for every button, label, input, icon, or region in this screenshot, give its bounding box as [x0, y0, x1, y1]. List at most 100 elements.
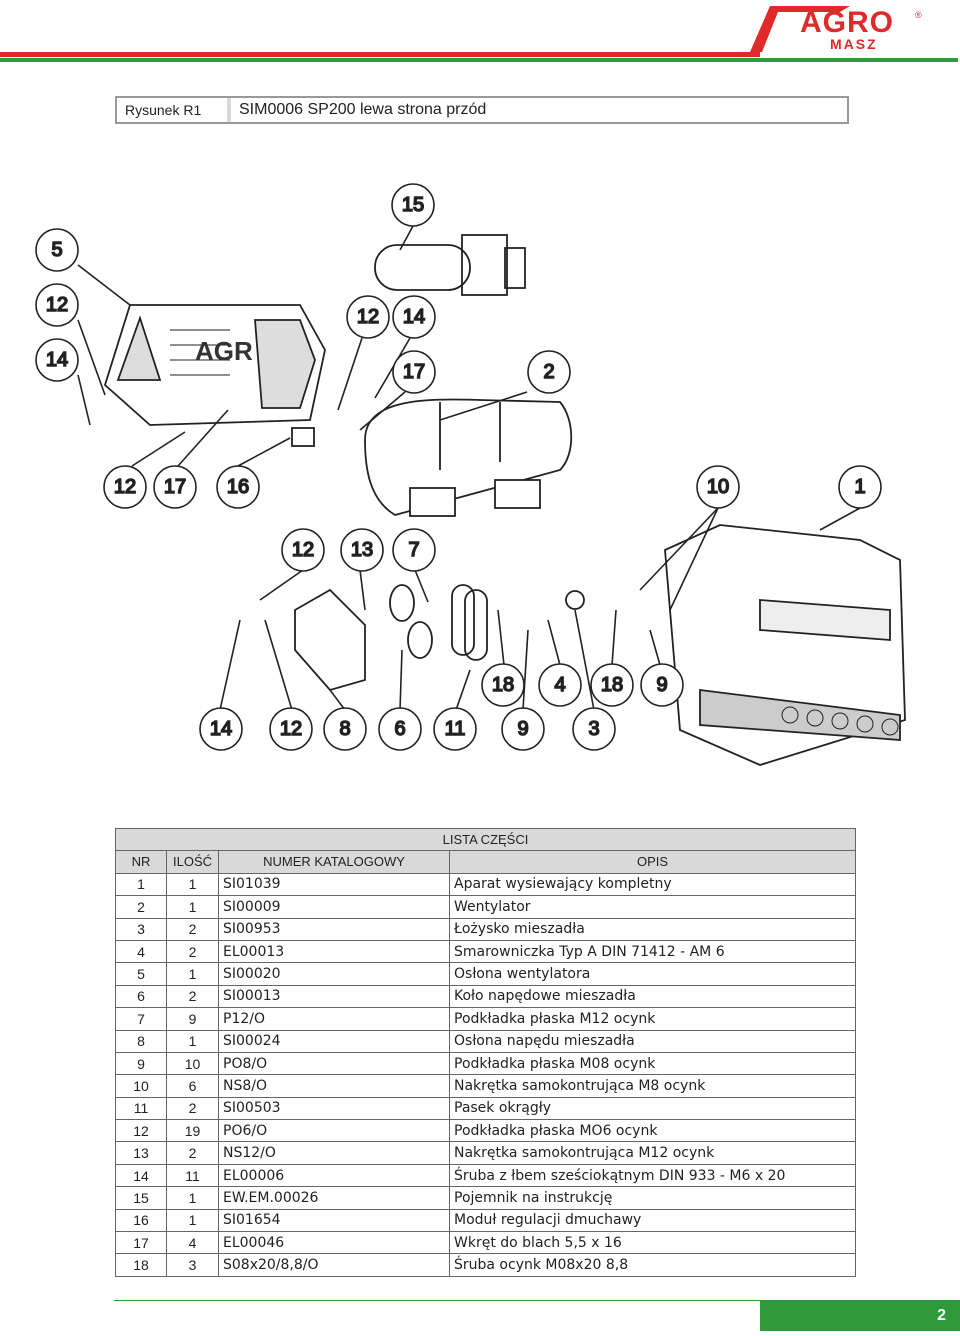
- svg-text:17: 17: [403, 361, 425, 383]
- callout-3: 3: [572, 707, 616, 751]
- cell-qty: 3: [166, 1253, 219, 1277]
- cell-nr: 2: [115, 895, 167, 919]
- cell-qty: 1: [166, 895, 219, 919]
- callout-9: 9: [640, 663, 684, 707]
- fan-cover-part: [103, 304, 326, 426]
- callout-8: 8: [323, 707, 367, 751]
- callout-13: 13: [340, 528, 384, 572]
- cell-catalog: EW.EM.00026: [218, 1186, 450, 1210]
- svg-text:14: 14: [46, 349, 68, 371]
- cell-nr: 4: [115, 939, 167, 964]
- cell-nr: 6: [115, 984, 167, 1009]
- cell-qty: 6: [166, 1074, 219, 1098]
- cell-nr: 8: [115, 1029, 167, 1053]
- header-red-stripe: [0, 52, 760, 57]
- cell-qty: 4: [166, 1231, 219, 1255]
- cell-catalog: SI00953: [218, 917, 450, 941]
- svg-text:3: 3: [588, 718, 599, 740]
- svg-text:11: 11: [445, 718, 466, 740]
- page-number: 2: [760, 1301, 960, 1331]
- svg-text:12: 12: [280, 718, 302, 740]
- callout-group: 15 5 12 14 12 14 17 2 12 17 16 10 1 12 1…: [35, 183, 882, 751]
- cell-qty: 2: [166, 939, 219, 964]
- cell-catalog: S08x20/8,8/O: [218, 1253, 450, 1277]
- parts-list-title: LISTA CZĘŚCI: [115, 827, 856, 852]
- parts-list-header-row: NR ILOŚĆ NUMER KATALOGOWY OPIS: [115, 850, 856, 874]
- cell-qty: 19: [166, 1119, 219, 1143]
- svg-text:4: 4: [554, 674, 565, 696]
- callout-12: 12: [281, 528, 325, 572]
- header-green-stripe: [0, 58, 958, 62]
- svg-text:14: 14: [403, 306, 425, 328]
- cell-desc: Moduł regulacji dmuchawy: [449, 1208, 856, 1233]
- cell-qty: 1: [166, 1029, 219, 1053]
- figure-title-box: Rysunek R1 SIM0006 SP200 lewa strona prz…: [115, 96, 849, 124]
- svg-text:5: 5: [51, 239, 62, 261]
- svg-text:12: 12: [357, 306, 379, 328]
- svg-text:2: 2: [543, 361, 554, 383]
- seed-metering-unit-part: [664, 524, 906, 766]
- cell-nr: 5: [115, 962, 167, 986]
- cell-desc: Wkręt do blach 5,5 x 16: [449, 1231, 856, 1255]
- svg-text:9: 9: [656, 674, 667, 696]
- col-header-nr: NR: [115, 850, 167, 874]
- col-header-catalog: NUMER KATALOGOWY: [218, 850, 450, 874]
- cell-desc: Aparat wysiewający kompletny: [449, 872, 856, 897]
- cell-desc: Pasek okrągły: [449, 1096, 856, 1121]
- cell-qty: 10: [166, 1051, 219, 1076]
- callout-18: 18: [590, 663, 634, 707]
- callout-14: 14: [199, 707, 243, 751]
- parts-list-table: LISTA CZĘŚCI NR ILOŚĆ NUMER KATALOGOWY O…: [115, 827, 856, 1277]
- logo-brand-sub: MASZ: [830, 36, 878, 52]
- svg-text:6: 6: [394, 718, 405, 740]
- cell-desc: Podkładka płaska MO6 ocynk: [449, 1119, 856, 1143]
- blower-module-part: [291, 427, 315, 447]
- cell-qty: 2: [166, 984, 219, 1009]
- callout-17: 17: [392, 350, 436, 394]
- agromasz-logo: [750, 6, 850, 52]
- cell-nr: 3: [115, 917, 167, 941]
- svg-text:13: 13: [351, 539, 373, 561]
- cell-catalog: PO6/O: [218, 1119, 450, 1143]
- leader-lines: [77, 225, 861, 711]
- cell-desc: Nakrętka samokontrująca M8 ocynk: [449, 1074, 856, 1098]
- cell-qty: 9: [166, 1007, 219, 1031]
- svg-text:17: 17: [164, 476, 186, 498]
- agitator-drive-cover-part: [294, 588, 366, 692]
- logo-registered-mark: ®: [915, 10, 922, 20]
- cell-catalog: NS12/O: [218, 1141, 450, 1165]
- callout-2: 2: [527, 350, 571, 394]
- cell-qty: 1: [166, 962, 219, 986]
- cell-desc: Śruba ocynk M08x20 8,8: [449, 1253, 856, 1277]
- instruction-container-part: [374, 234, 526, 296]
- callout-5: 5: [35, 228, 79, 272]
- svg-text:18: 18: [492, 674, 514, 696]
- cell-catalog: NS8/O: [218, 1074, 450, 1098]
- cell-qty: 11: [166, 1163, 219, 1188]
- footer-line: [114, 1300, 960, 1301]
- cell-catalog: SI00009: [218, 895, 450, 919]
- svg-text:12: 12: [292, 539, 314, 561]
- col-header-desc: OPIS: [449, 850, 856, 874]
- callout-16: 16: [216, 465, 260, 509]
- cell-catalog: PO8/O: [218, 1051, 450, 1076]
- agitator-drive-wheels-part: [389, 584, 433, 659]
- cell-nr: 13: [115, 1141, 167, 1165]
- cell-nr: 16: [115, 1208, 167, 1233]
- cell-desc: Śruba z łbem sześciokątnym DIN 933 - M6 …: [449, 1163, 856, 1188]
- logo-brand: AGRO: [800, 6, 894, 39]
- cell-nr: 11: [115, 1096, 167, 1121]
- cell-catalog: EL00046: [218, 1231, 450, 1255]
- cell-nr: 17: [115, 1231, 167, 1255]
- svg-text:12: 12: [114, 476, 136, 498]
- svg-text:15: 15: [402, 194, 424, 216]
- cell-qty: 1: [166, 872, 219, 897]
